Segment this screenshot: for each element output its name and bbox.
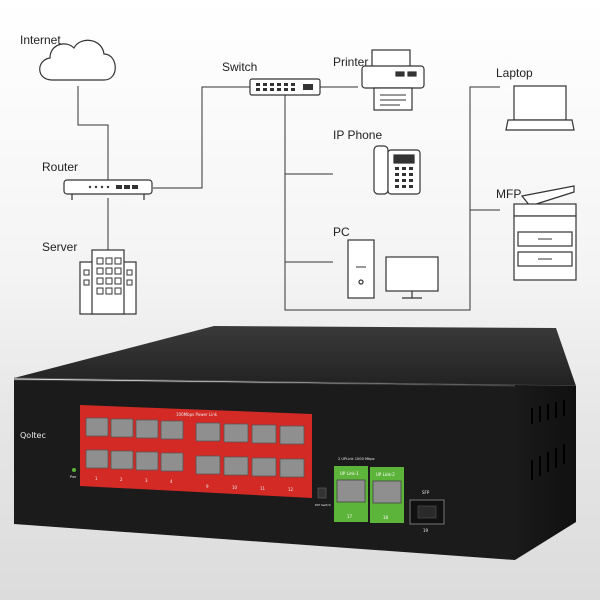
- svg-text:2: 2: [120, 477, 123, 482]
- vent-slots: [531, 400, 565, 480]
- router-icon: [63, 179, 153, 200]
- svg-text:10: 10: [232, 485, 238, 490]
- uplink-heading: 2 UPLink 1000 Mbps: [338, 457, 375, 461]
- connection-lines: [77, 86, 500, 311]
- switch-label: Switch: [222, 60, 258, 74]
- dip-switch-label: DIP Switch: [315, 503, 331, 507]
- laptop-label: Laptop: [496, 66, 533, 80]
- svg-text:4: 4: [170, 479, 173, 484]
- router-switch-link: [153, 86, 250, 189]
- uplink1-label: UP Link-1: [340, 471, 359, 476]
- mfp-icon: [513, 185, 577, 281]
- printer-icon: [361, 49, 425, 111]
- poe-ports-left: [85, 417, 184, 472]
- svg-text:12: 12: [288, 487, 294, 492]
- svg-text:3: 3: [145, 478, 148, 483]
- server-label: Server: [42, 240, 78, 254]
- server-icon: [79, 249, 137, 315]
- port-18-label: 18: [383, 515, 389, 520]
- sfp-label: SFP: [422, 490, 430, 495]
- switch-side-face: [515, 385, 576, 560]
- internet-router-link: [77, 86, 109, 180]
- port-17-label: 17: [347, 514, 353, 519]
- svg-text:11: 11: [260, 486, 266, 491]
- pc-tower-icon: [347, 239, 375, 299]
- uplink2-port: [372, 480, 402, 504]
- router-label: Router: [42, 160, 79, 174]
- poe-ports-right: [195, 422, 305, 478]
- cloud-icon: [39, 39, 116, 81]
- poe-label: 100Mbps Power Link: [176, 412, 218, 417]
- brand-logo: Qoltec: [20, 431, 46, 440]
- port-numbers: 1 2 3 4 9 10 11 12: [95, 476, 294, 492]
- switch-icon: [249, 78, 321, 96]
- svg-text:1: 1: [95, 476, 98, 481]
- switch-top-face: [14, 326, 576, 386]
- dip-switch: [317, 487, 327, 499]
- printer-label: Printer: [333, 55, 369, 69]
- monitor-icon: [385, 256, 439, 299]
- uplink2-label: UP Link-2: [376, 472, 395, 477]
- laptop-icon: [505, 85, 575, 131]
- pc-label: PC: [333, 225, 350, 239]
- poe-switch-device: Qoltec 100Mbps Power Link Pwr 1 2 3 4 9 …: [13, 326, 577, 560]
- ip-phone-label: IP Phone: [333, 128, 383, 142]
- port-19-label: 19: [423, 528, 429, 533]
- internet-label: Internet: [20, 33, 61, 47]
- ip-phone-icon: [373, 145, 421, 195]
- power-label: Pwr: [70, 475, 77, 479]
- power-led: [72, 468, 76, 472]
- mfp-label: MFP: [496, 187, 522, 201]
- switch-trunk-link: [284, 86, 500, 311]
- svg-text:9: 9: [206, 484, 209, 489]
- uplink1-port: [336, 479, 366, 503]
